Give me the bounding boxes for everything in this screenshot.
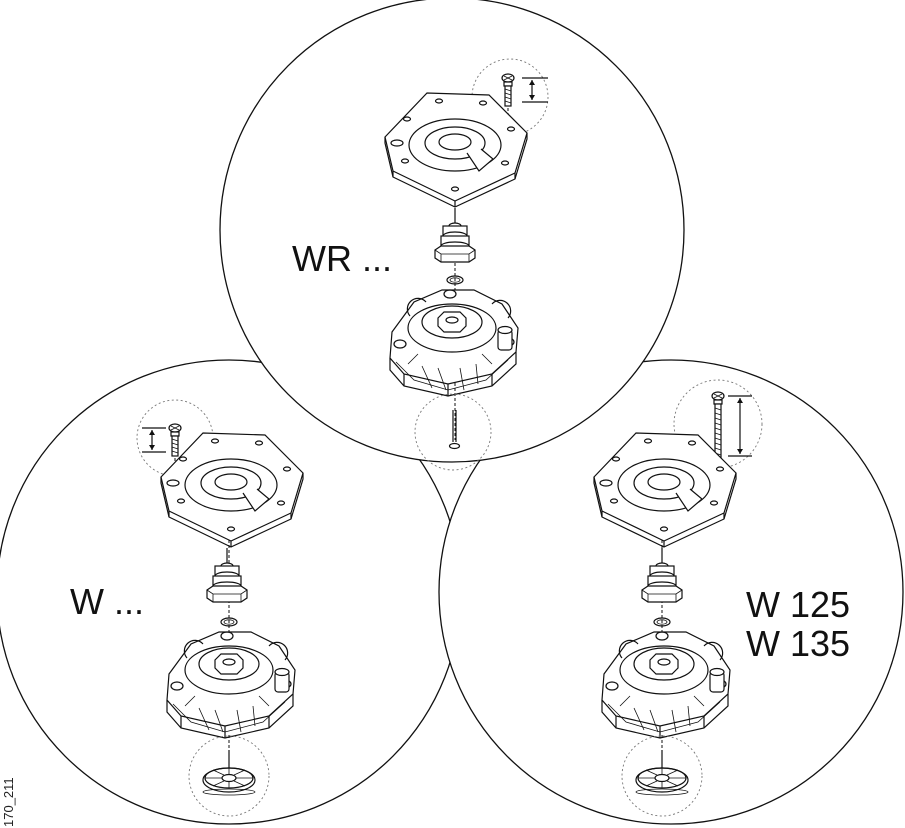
diaphragm-detail-ring <box>621 735 703 817</box>
assembly-left <box>136 399 304 817</box>
variant-label-w135: W 135 <box>746 623 850 664</box>
pin-detail-ring <box>414 393 492 471</box>
diaphragm-detail-ring <box>188 735 270 817</box>
pin-icon <box>448 410 461 450</box>
variant-label-w: W ... <box>70 581 144 622</box>
assembly-top <box>384 58 549 471</box>
assembly-right <box>593 379 763 817</box>
variant-label-w125: W 125 <box>746 584 850 625</box>
document-id: 170_211 <box>1 777 16 827</box>
variant-label-wr: WR ... <box>292 238 392 279</box>
dimension-marker <box>728 395 752 457</box>
